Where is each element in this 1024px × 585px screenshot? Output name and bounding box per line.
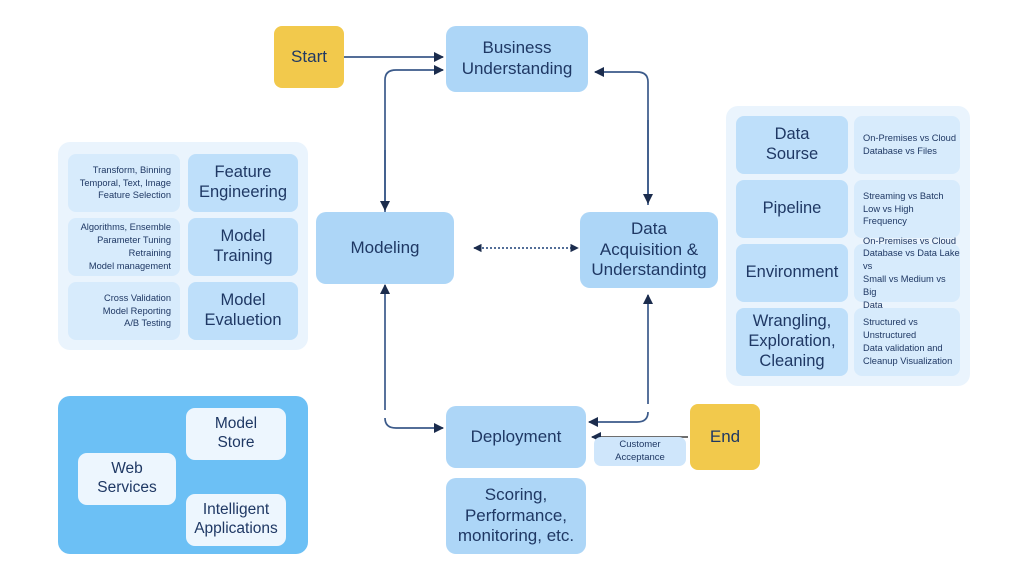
deployment-node[interactable]: Deployment [446,406,586,468]
modeling-title-model-evaluation[interactable]: Model Evaluetion [188,282,298,340]
data-title-wrangling[interactable]: Wrangling, Exploration, Cleaning [736,308,848,376]
modeling-title-feature-engineering[interactable]: Feature Engineering [188,154,298,212]
intelligent-applications-node[interactable]: Intelligent Applications [186,494,286,546]
modeling-detail-panel: Transform, Binning Temporal, Text, Image… [58,142,308,350]
data-title-pipeline[interactable]: Pipeline [736,180,848,238]
connector-data-to-business [593,66,649,205]
modeling-desc-model-training: Algorithms, Ensemble Parameter Tuning Re… [68,218,180,276]
data-detail-panel: Data Sourse On-Premises vs Cloud Databas… [726,106,970,386]
data-desc-data-source: On-Premises vs Cloud Database vs Files [854,116,960,174]
connector-modeling-to-business [384,64,445,215]
business-understanding-node[interactable]: Business Understanding [446,26,588,92]
modeling-node[interactable]: Modeling [316,212,454,284]
data-title-environment[interactable]: Environment [736,244,848,302]
data-acquisition-node[interactable]: Data Acquisition & Understandintg [580,212,718,288]
scoring-note: Scoring, Performance, monitoring, etc. [446,478,586,554]
connector-modeling-to-deployment [384,417,445,434]
modeling-desc-model-evaluation: Cross Validation Model Reporting A/B Tes… [68,282,180,340]
modeling-title-model-training[interactable]: Model Training [188,218,298,276]
model-store-node[interactable]: Model Store [186,408,286,460]
modeling-desc-feature-engineering: Transform, Binning Temporal, Text, Image… [68,154,180,212]
connector-data-to-deployment [587,411,649,428]
start-node[interactable]: Start [274,26,344,88]
data-title-data-source[interactable]: Data Sourse [736,116,848,174]
end-node[interactable]: End [690,404,760,470]
data-desc-wrangling: Structured vs Unstructured Data validati… [854,308,960,376]
web-services-node[interactable]: Web Services [78,453,176,505]
data-desc-environment: On-Premises vs Cloud Database vs Data La… [854,236,960,310]
customer-acceptance-label: Customer Acceptance [594,437,686,466]
data-desc-pipeline: Streaming vs Batch Low vs High Frequency [854,180,960,238]
